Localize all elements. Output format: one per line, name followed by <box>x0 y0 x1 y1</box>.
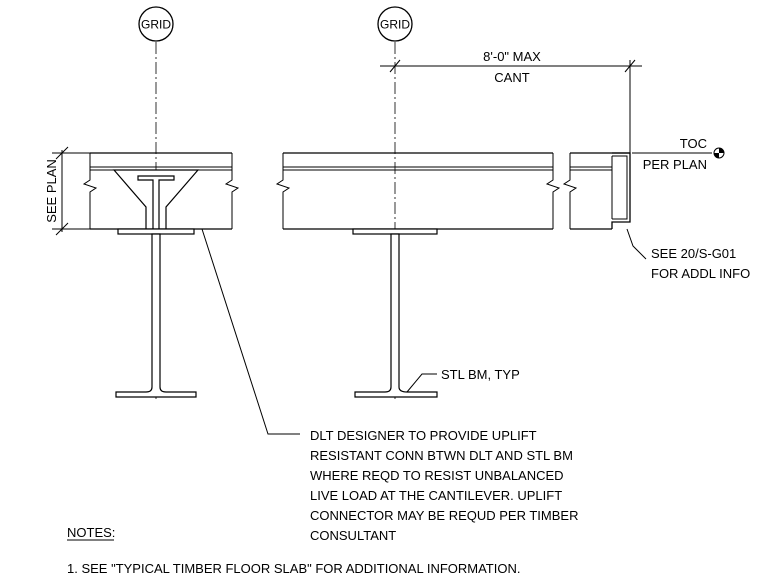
slab-thickness-dimension: SEE PLAN <box>44 146 90 236</box>
designer-note: DLT DESIGNER TO PROVIDE UPLIFT RESISTANT… <box>201 228 578 543</box>
cantilever-dimension: 8'-0" MAX CANT <box>380 49 642 155</box>
reference-note: SEE 20/S-G01 FOR ADDL INFO <box>626 228 750 281</box>
uplift-connector <box>112 169 200 230</box>
beam-label: STL BM, TYP <box>406 367 520 393</box>
dimension-bottom-text: CANT <box>494 70 529 85</box>
designer-note-line5: CONNECTOR MAY BE REQUD PER TIMBER <box>310 508 578 523</box>
designer-note-line6: CONSULTANT <box>310 528 396 543</box>
dimension-top-text: 8'-0" MAX <box>483 49 541 64</box>
notes-block: NOTES: 1. SEE "TYPICAL TIMBER FLOOR SLAB… <box>67 525 520 576</box>
beam-label-text: STL BM, TYP <box>441 367 520 382</box>
steel-beam-left <box>115 228 197 398</box>
reference-note-line2: FOR ADDL INFO <box>651 266 750 281</box>
steel-beam-right <box>352 228 438 398</box>
grid-label-left: GRID <box>141 18 171 32</box>
dlt-slab-cantilever-end <box>562 152 631 230</box>
toc-text: TOC <box>680 136 707 151</box>
grid-bubble-left: GRID <box>138 6 174 42</box>
grid-bubble-right: GRID <box>377 6 413 42</box>
grid-label-right: GRID <box>380 18 410 32</box>
see-plan-text: SEE PLAN <box>44 159 59 223</box>
designer-note-line4: LIVE LOAD AT THE CANTILEVER. UPLIFT <box>310 488 562 503</box>
designer-note-line3: WHERE REQD TO RESIST UNBALANCED <box>310 468 564 483</box>
designer-note-line1: DLT DESIGNER TO PROVIDE UPLIFT <box>310 428 537 443</box>
notes-item-1: 1. SEE "TYPICAL TIMBER FLOOR SLAB" FOR A… <box>67 561 520 576</box>
per-plan-text: PER PLAN <box>643 157 707 172</box>
toc-marker: TOC PER PLAN <box>632 136 725 172</box>
notes-heading: NOTES: <box>67 525 115 540</box>
dlt-slab-right <box>275 152 561 230</box>
designer-note-line2: RESISTANT CONN BTWN DLT AND STL BM <box>310 448 573 463</box>
reference-note-line1: SEE 20/S-G01 <box>651 246 736 261</box>
